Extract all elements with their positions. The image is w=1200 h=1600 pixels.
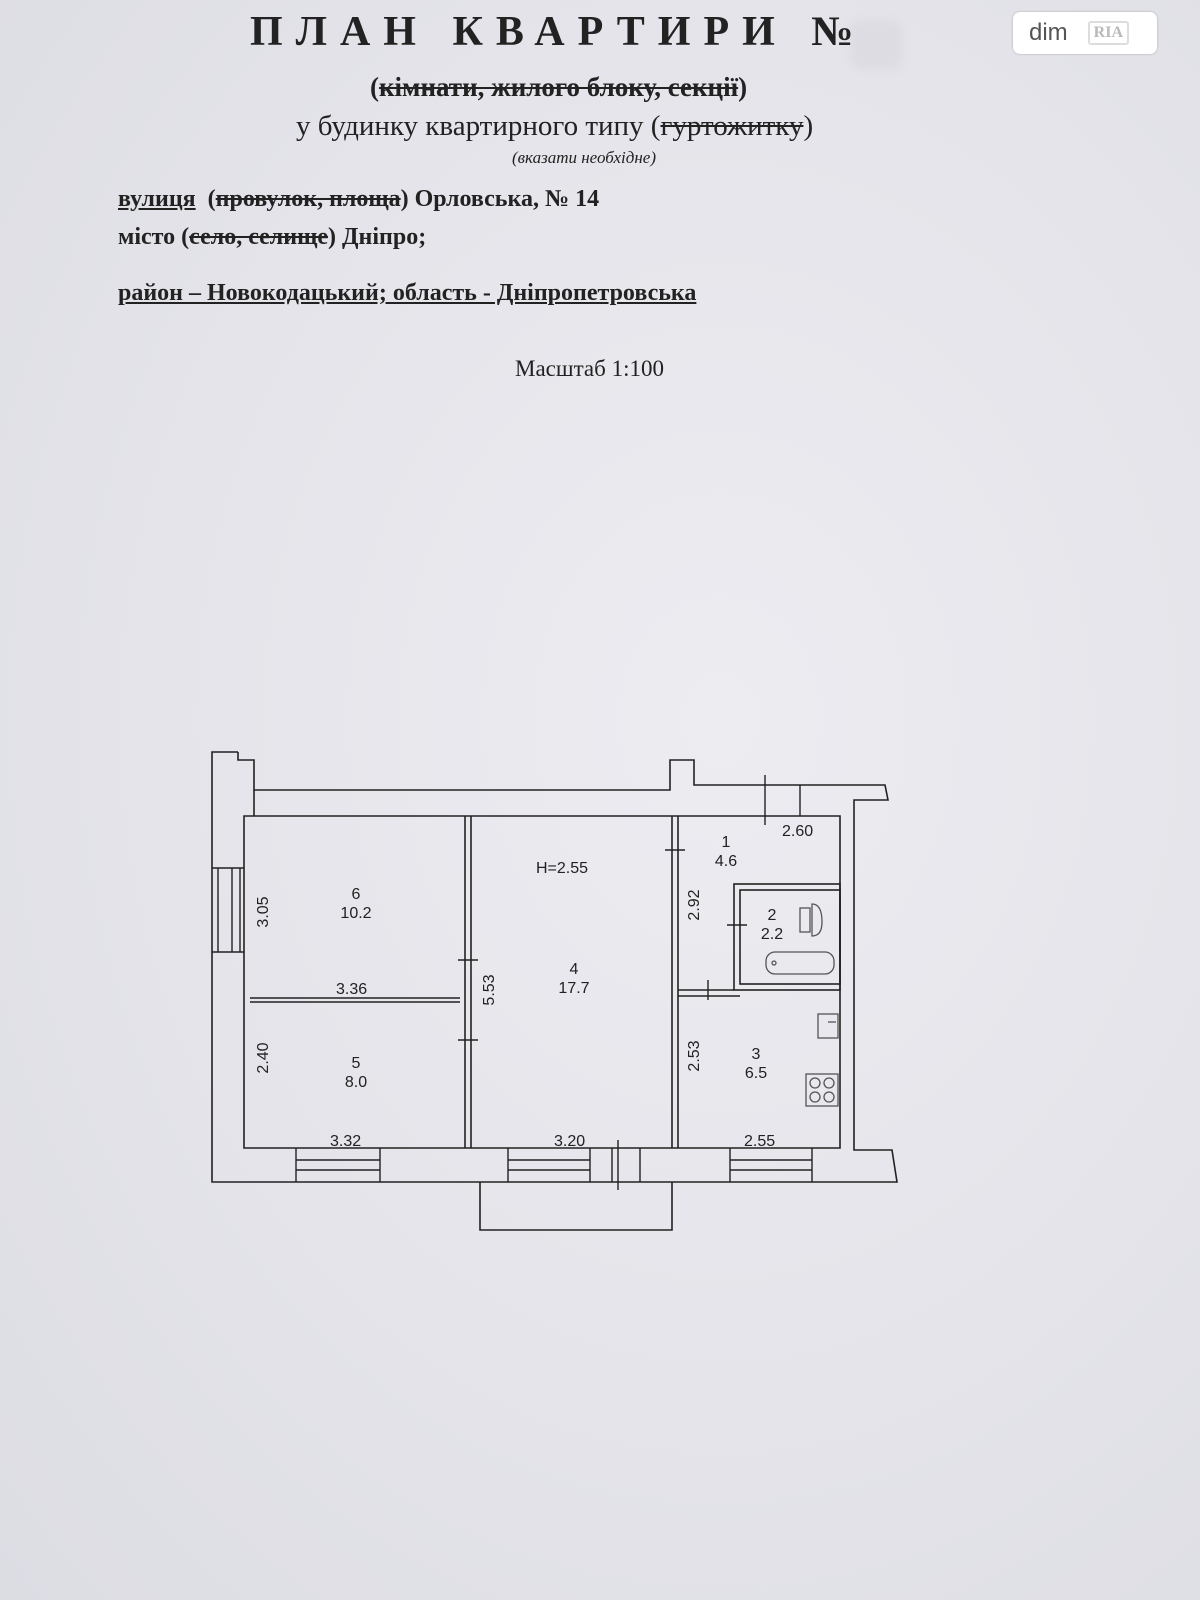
plan-walls (211, 751, 898, 1231)
ceiling-height: H=2.55 (536, 860, 588, 877)
room-4-number: 4 (570, 961, 579, 978)
dim-r5-width: 3.32 (330, 1133, 361, 1150)
bathroom-fixtures (765, 903, 835, 975)
dim-r5-height: 2.40 (255, 1042, 272, 1073)
dim-r3-height: 2.53 (686, 1040, 703, 1071)
room-3-area: 6.5 (745, 1065, 767, 1082)
stove-icon (805, 1073, 839, 1107)
struck-building: гуртожитку (660, 110, 804, 142)
plan-openings (212, 775, 813, 1190)
inner-wall-outline (243, 815, 841, 1149)
street-value: ) Орловська, № 14 (400, 186, 600, 212)
balcony (479, 1182, 673, 1231)
city-value: ) Дніпро; (328, 224, 427, 250)
ria-badge: RIA (1087, 21, 1130, 45)
room-2-number: 2 (768, 907, 777, 924)
kitchen-fixtures (805, 1013, 839, 1107)
plan-labels: H=2.55 1 4.6 2 2.2 3 6.5 4 17.7 5 8.0 6 … (255, 823, 813, 1150)
street-line: вулиця (провулок, площа) Орловська, № 14 (118, 186, 600, 212)
scale-label: Масштаб 1:100 (515, 356, 664, 381)
struck-alternatives: кімнати, жилого блоку, секції (379, 72, 739, 102)
bathtub-icon (765, 951, 835, 975)
dim-r3-width: 2.55 (744, 1133, 775, 1150)
room-3-number: 3 (752, 1046, 761, 1063)
burner-icon (823, 1091, 835, 1103)
logo-text: dim (1029, 19, 1068, 46)
dim-ria-logo[interactable]: dim RIA (1013, 12, 1157, 54)
redaction-smudge (850, 20, 902, 70)
outer-wall-outline (211, 751, 898, 1183)
dim-r6-width: 3.36 (336, 981, 367, 998)
room-5-area: 8.0 (345, 1074, 367, 1091)
city-line: місто (село, селище) Дніпро; (118, 224, 427, 250)
page-title: ПЛАН КВАРТИРИ № (250, 9, 867, 55)
room-6-area: 10.2 (340, 905, 371, 922)
district-line: район – Новокодацький; область - Дніпроп… (118, 280, 697, 306)
room-6-number: 6 (352, 886, 361, 903)
dim-r6-height: 3.05 (255, 896, 272, 927)
burner-icon (823, 1077, 835, 1089)
sink-icon (817, 1013, 839, 1039)
dim-r4-height: 5.53 (481, 974, 498, 1005)
alternatives-line: (кімнати, жилого блоку, секції) (370, 72, 748, 102)
room-2-area: 2.2 (761, 926, 783, 943)
dim-r1-height: 2.92 (686, 889, 703, 920)
hint-text: (вказати необхідне) (512, 148, 656, 167)
room-1-area: 4.6 (715, 853, 737, 870)
burner-icon (809, 1077, 821, 1089)
burner-icon (809, 1091, 821, 1103)
dim-r4-width: 3.20 (554, 1133, 585, 1150)
room-4-area: 17.7 (558, 980, 589, 997)
street-label: вулиця (118, 186, 196, 212)
toilet-icon (811, 903, 823, 937)
building-type-line: у будинку квартирного типу (гуртожитку) (296, 110, 814, 142)
dim-r1-width: 2.60 (782, 823, 813, 840)
room-1-number: 1 (722, 834, 731, 851)
room-5-number: 5 (352, 1055, 361, 1072)
